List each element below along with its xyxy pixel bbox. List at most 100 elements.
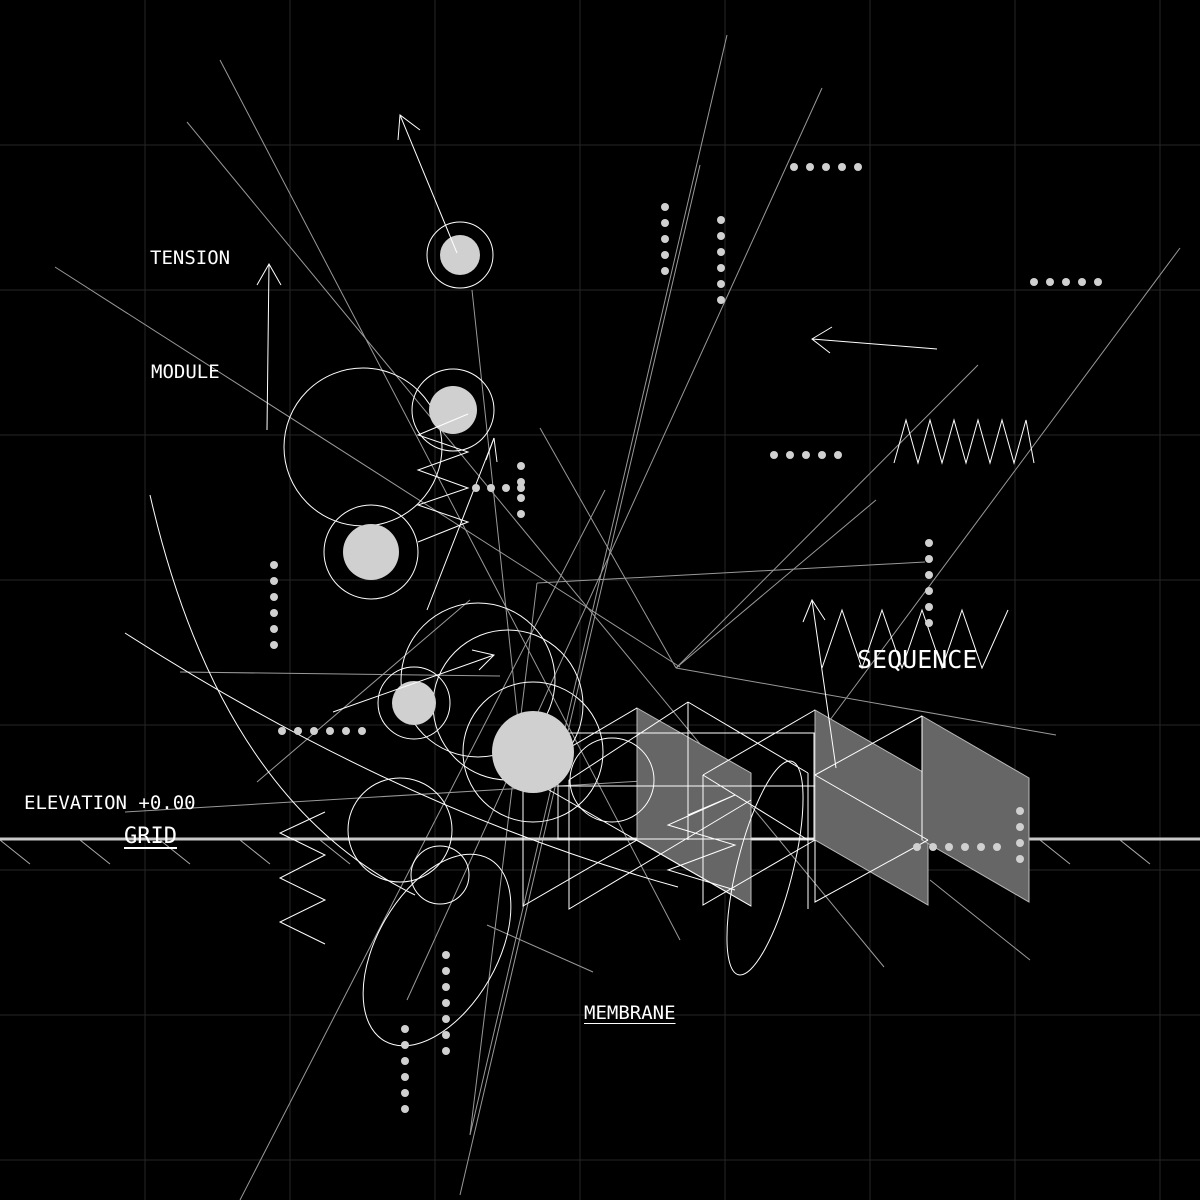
dot (818, 451, 826, 459)
dot (270, 625, 278, 633)
dot (442, 967, 450, 975)
label-sequence: SEQUENCE (857, 645, 978, 674)
dot (487, 484, 495, 492)
hatch-mark (0, 839, 31, 865)
dot (977, 843, 985, 851)
dot (401, 1089, 409, 1097)
dot (822, 163, 830, 171)
label-elevation: ELEVATION +0.00 (24, 792, 196, 814)
dot (925, 619, 933, 627)
dot (326, 727, 334, 735)
hatch-mark (159, 839, 191, 865)
dot (929, 843, 937, 851)
ground-hatching (0, 839, 1151, 865)
dot (1016, 855, 1024, 863)
dot (1078, 278, 1086, 286)
dot (661, 235, 669, 243)
dot (790, 163, 798, 171)
dot (401, 1057, 409, 1065)
dot (1016, 823, 1024, 831)
label-module: MODULE (151, 361, 220, 383)
dot (442, 999, 450, 1007)
dot (925, 603, 933, 611)
hatch-mark (79, 839, 111, 865)
dot (401, 1025, 409, 1033)
dot (925, 571, 933, 579)
dot (834, 451, 842, 459)
hatch-mark (239, 839, 271, 865)
dot (661, 267, 669, 275)
dot (278, 727, 286, 735)
dot (717, 280, 725, 288)
dot (913, 843, 921, 851)
dot (270, 641, 278, 649)
dot (270, 609, 278, 617)
dot (442, 1031, 450, 1039)
filled-nodes (343, 235, 574, 793)
dot (1062, 278, 1070, 286)
dot (517, 462, 525, 470)
dot (717, 296, 725, 304)
dot (925, 555, 933, 563)
dot (442, 951, 450, 959)
dot (717, 248, 725, 256)
label-membrane: MEMBRANE (584, 1002, 676, 1024)
zigzags (278, 413, 1035, 945)
dot (1016, 807, 1024, 815)
dot (310, 727, 318, 735)
dot (925, 587, 933, 595)
dot (472, 484, 480, 492)
dot (1016, 839, 1024, 847)
hatch-mark (1119, 839, 1151, 865)
label-tension: TENSION (150, 247, 231, 269)
dot-sequences (270, 163, 1102, 1113)
dot (961, 843, 969, 851)
dot (993, 843, 1001, 851)
dot (442, 983, 450, 991)
dot (401, 1073, 409, 1081)
dot (717, 232, 725, 240)
dot (1046, 278, 1054, 286)
dot (1030, 278, 1038, 286)
dot (270, 577, 278, 585)
dot (806, 163, 814, 171)
dot (502, 484, 510, 492)
dot (838, 163, 846, 171)
dot (517, 510, 525, 518)
circles (124, 221, 804, 1047)
dot (401, 1041, 409, 1049)
hatch-mark (1039, 839, 1071, 865)
dot (661, 219, 669, 227)
dot (270, 593, 278, 601)
dot (661, 203, 669, 211)
arrows (256, 114, 938, 769)
dot (517, 494, 525, 502)
dot (802, 451, 810, 459)
membrane-panels (636, 707, 1030, 907)
hatch-mark (319, 839, 351, 865)
dot (854, 163, 862, 171)
label-grid: GRID (124, 824, 177, 849)
dot (517, 484, 525, 492)
dot (925, 539, 933, 547)
dot (717, 264, 725, 272)
dot (786, 451, 794, 459)
dot (661, 251, 669, 259)
dot (442, 1047, 450, 1055)
dot (270, 561, 278, 569)
dot (401, 1105, 409, 1113)
dot (770, 451, 778, 459)
dot (442, 1015, 450, 1023)
wireframe-frames (522, 701, 929, 910)
dot (1094, 278, 1102, 286)
construction-lines (54, 34, 1181, 1200)
dot (294, 727, 302, 735)
dot (342, 727, 350, 735)
dot (945, 843, 953, 851)
dot (358, 727, 366, 735)
dot (717, 216, 725, 224)
dot (517, 478, 525, 486)
